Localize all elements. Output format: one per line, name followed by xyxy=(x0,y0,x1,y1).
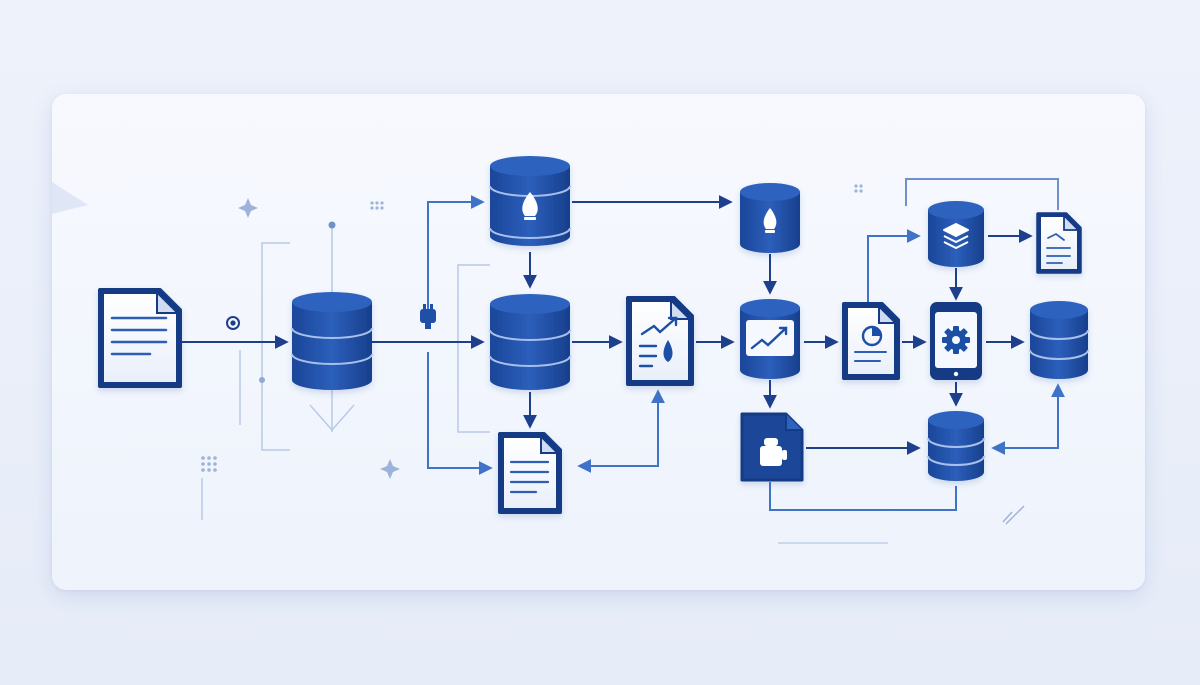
pie-icon xyxy=(861,325,883,347)
flame-icon xyxy=(522,192,538,220)
final-database xyxy=(1029,301,1089,379)
layers-icon xyxy=(943,223,969,249)
drop-icon xyxy=(663,340,673,362)
connector-analysis-output-loop xyxy=(577,389,665,473)
bucket-icon xyxy=(760,438,787,466)
layers-database xyxy=(928,201,984,267)
lines-icon xyxy=(1046,232,1071,264)
faint-guide-lines xyxy=(201,221,1025,544)
node-marker-dot xyxy=(230,320,236,326)
top-database xyxy=(489,156,571,246)
card-notch xyxy=(52,182,88,214)
dot-grid-icon xyxy=(201,456,217,472)
gear-icon xyxy=(942,326,970,354)
summary-document xyxy=(1036,212,1082,274)
flame-icon xyxy=(763,208,777,233)
chart-arrow-icon xyxy=(638,316,678,368)
dot-grid-icon xyxy=(854,184,863,193)
settings-device xyxy=(930,302,982,380)
sparkle-icon xyxy=(380,459,400,479)
upper-database xyxy=(740,183,800,253)
lines-icon xyxy=(110,316,168,356)
connectors xyxy=(182,178,1065,511)
storage-icon-document xyxy=(740,412,804,482)
node-marker-icon xyxy=(226,316,240,330)
connector-branch-to-output xyxy=(427,352,493,475)
analysis-document xyxy=(626,296,694,386)
sparkle-icon xyxy=(238,198,258,218)
output-document xyxy=(498,432,562,514)
connector-branch-to-top xyxy=(427,195,485,322)
staging-database xyxy=(291,292,373,390)
plug-icon xyxy=(420,304,436,329)
connector-bottom-loop xyxy=(769,482,957,511)
lower-database xyxy=(927,411,985,481)
lines-icon xyxy=(509,460,550,494)
sparkle-decorations xyxy=(201,184,863,479)
connector-top-loop xyxy=(905,178,1059,210)
source-document xyxy=(98,288,182,388)
report-document xyxy=(842,302,900,380)
dot-grid-icon xyxy=(370,201,384,210)
trend-database xyxy=(740,299,800,379)
connector-report-to-layers xyxy=(867,229,921,302)
central-database xyxy=(489,294,571,390)
connector-final-lower-loop xyxy=(991,383,1065,455)
trend-icon xyxy=(750,326,788,350)
